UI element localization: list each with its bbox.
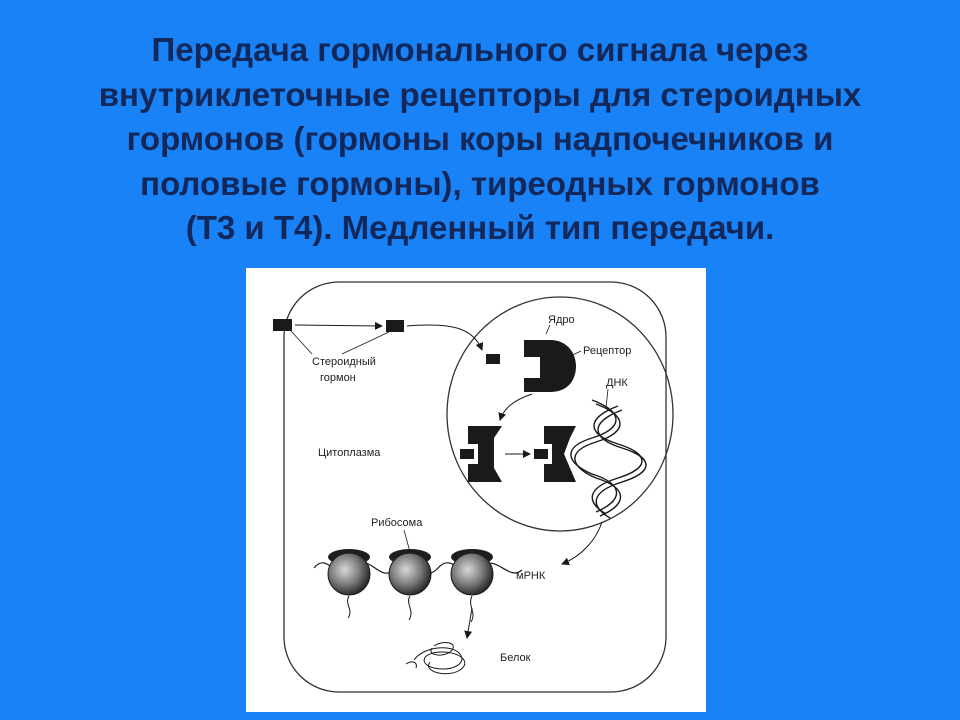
title-line-3: гормонов (гормоны коры надпочечников и (126, 120, 834, 157)
hormone-molecule-cytoplasm (386, 320, 404, 332)
mrna-export-arrow (561, 521, 603, 566)
steroid-hormone-label-1: Стероидный (312, 356, 376, 368)
dna-pointer (605, 388, 609, 409)
ribosome-3 (450, 549, 494, 596)
cytoplasm-label: Цитоплазма (318, 447, 381, 459)
ribosome-pointer (403, 529, 411, 553)
protein-shape (405, 642, 466, 675)
ribosome-2 (388, 549, 432, 596)
diagram-svg: Стероидный гормон Цитоплазма Ядро Рецепт… (273, 281, 674, 693)
slide-title: Передача гормонального сигнала через вну… (20, 28, 940, 251)
nucleus-membrane (446, 296, 674, 532)
steroid-hormone-pointer (290, 330, 313, 355)
hormone-receptor-complex (468, 426, 502, 482)
steroid-hormone-label-2: гормон (320, 372, 356, 384)
title-line-5: (Т3 и Т4). Медленный тип передачи. (185, 209, 775, 246)
translation-arrow (464, 607, 473, 639)
steroid-hormone-pointer-2 (341, 331, 390, 355)
hormone-molecule-outside (273, 319, 292, 331)
activated-complex-hormone (534, 449, 548, 459)
hormone-in-nucleus (486, 354, 500, 364)
title-line-4: половые гормоны), тиреодных гормонов (140, 164, 820, 202)
polypeptide-chains (347, 595, 474, 623)
nucleus-label: Ядро (548, 314, 575, 326)
complex-hormone (460, 449, 474, 459)
title-line-1: Передача гормонального сигнала через (151, 31, 809, 68)
ribosome-1 (327, 549, 371, 596)
receptor-shape (524, 340, 576, 392)
receptor-pointer (567, 350, 582, 358)
receptor-label: Рецептор (583, 345, 631, 357)
dna-helix (570, 399, 647, 519)
protein-label: Белок (500, 652, 531, 664)
mrna-label: мРНК (516, 570, 546, 582)
binding-arrow (498, 393, 533, 421)
ribosome-label: Рибосома (371, 517, 423, 529)
hormone-entry-arrow (294, 321, 383, 330)
cell-membrane (283, 281, 667, 693)
diagram-panel: Стероидный гормон Цитоплазма Ядро Рецепт… (246, 268, 706, 712)
hormone-to-nucleus-arrow (406, 324, 484, 351)
title-line-2: внутриклеточные рецепторы для стероидных (98, 75, 862, 113)
activated-complex (544, 426, 576, 482)
dna-label: ДНК (606, 377, 628, 389)
nucleus-pointer (545, 324, 551, 335)
